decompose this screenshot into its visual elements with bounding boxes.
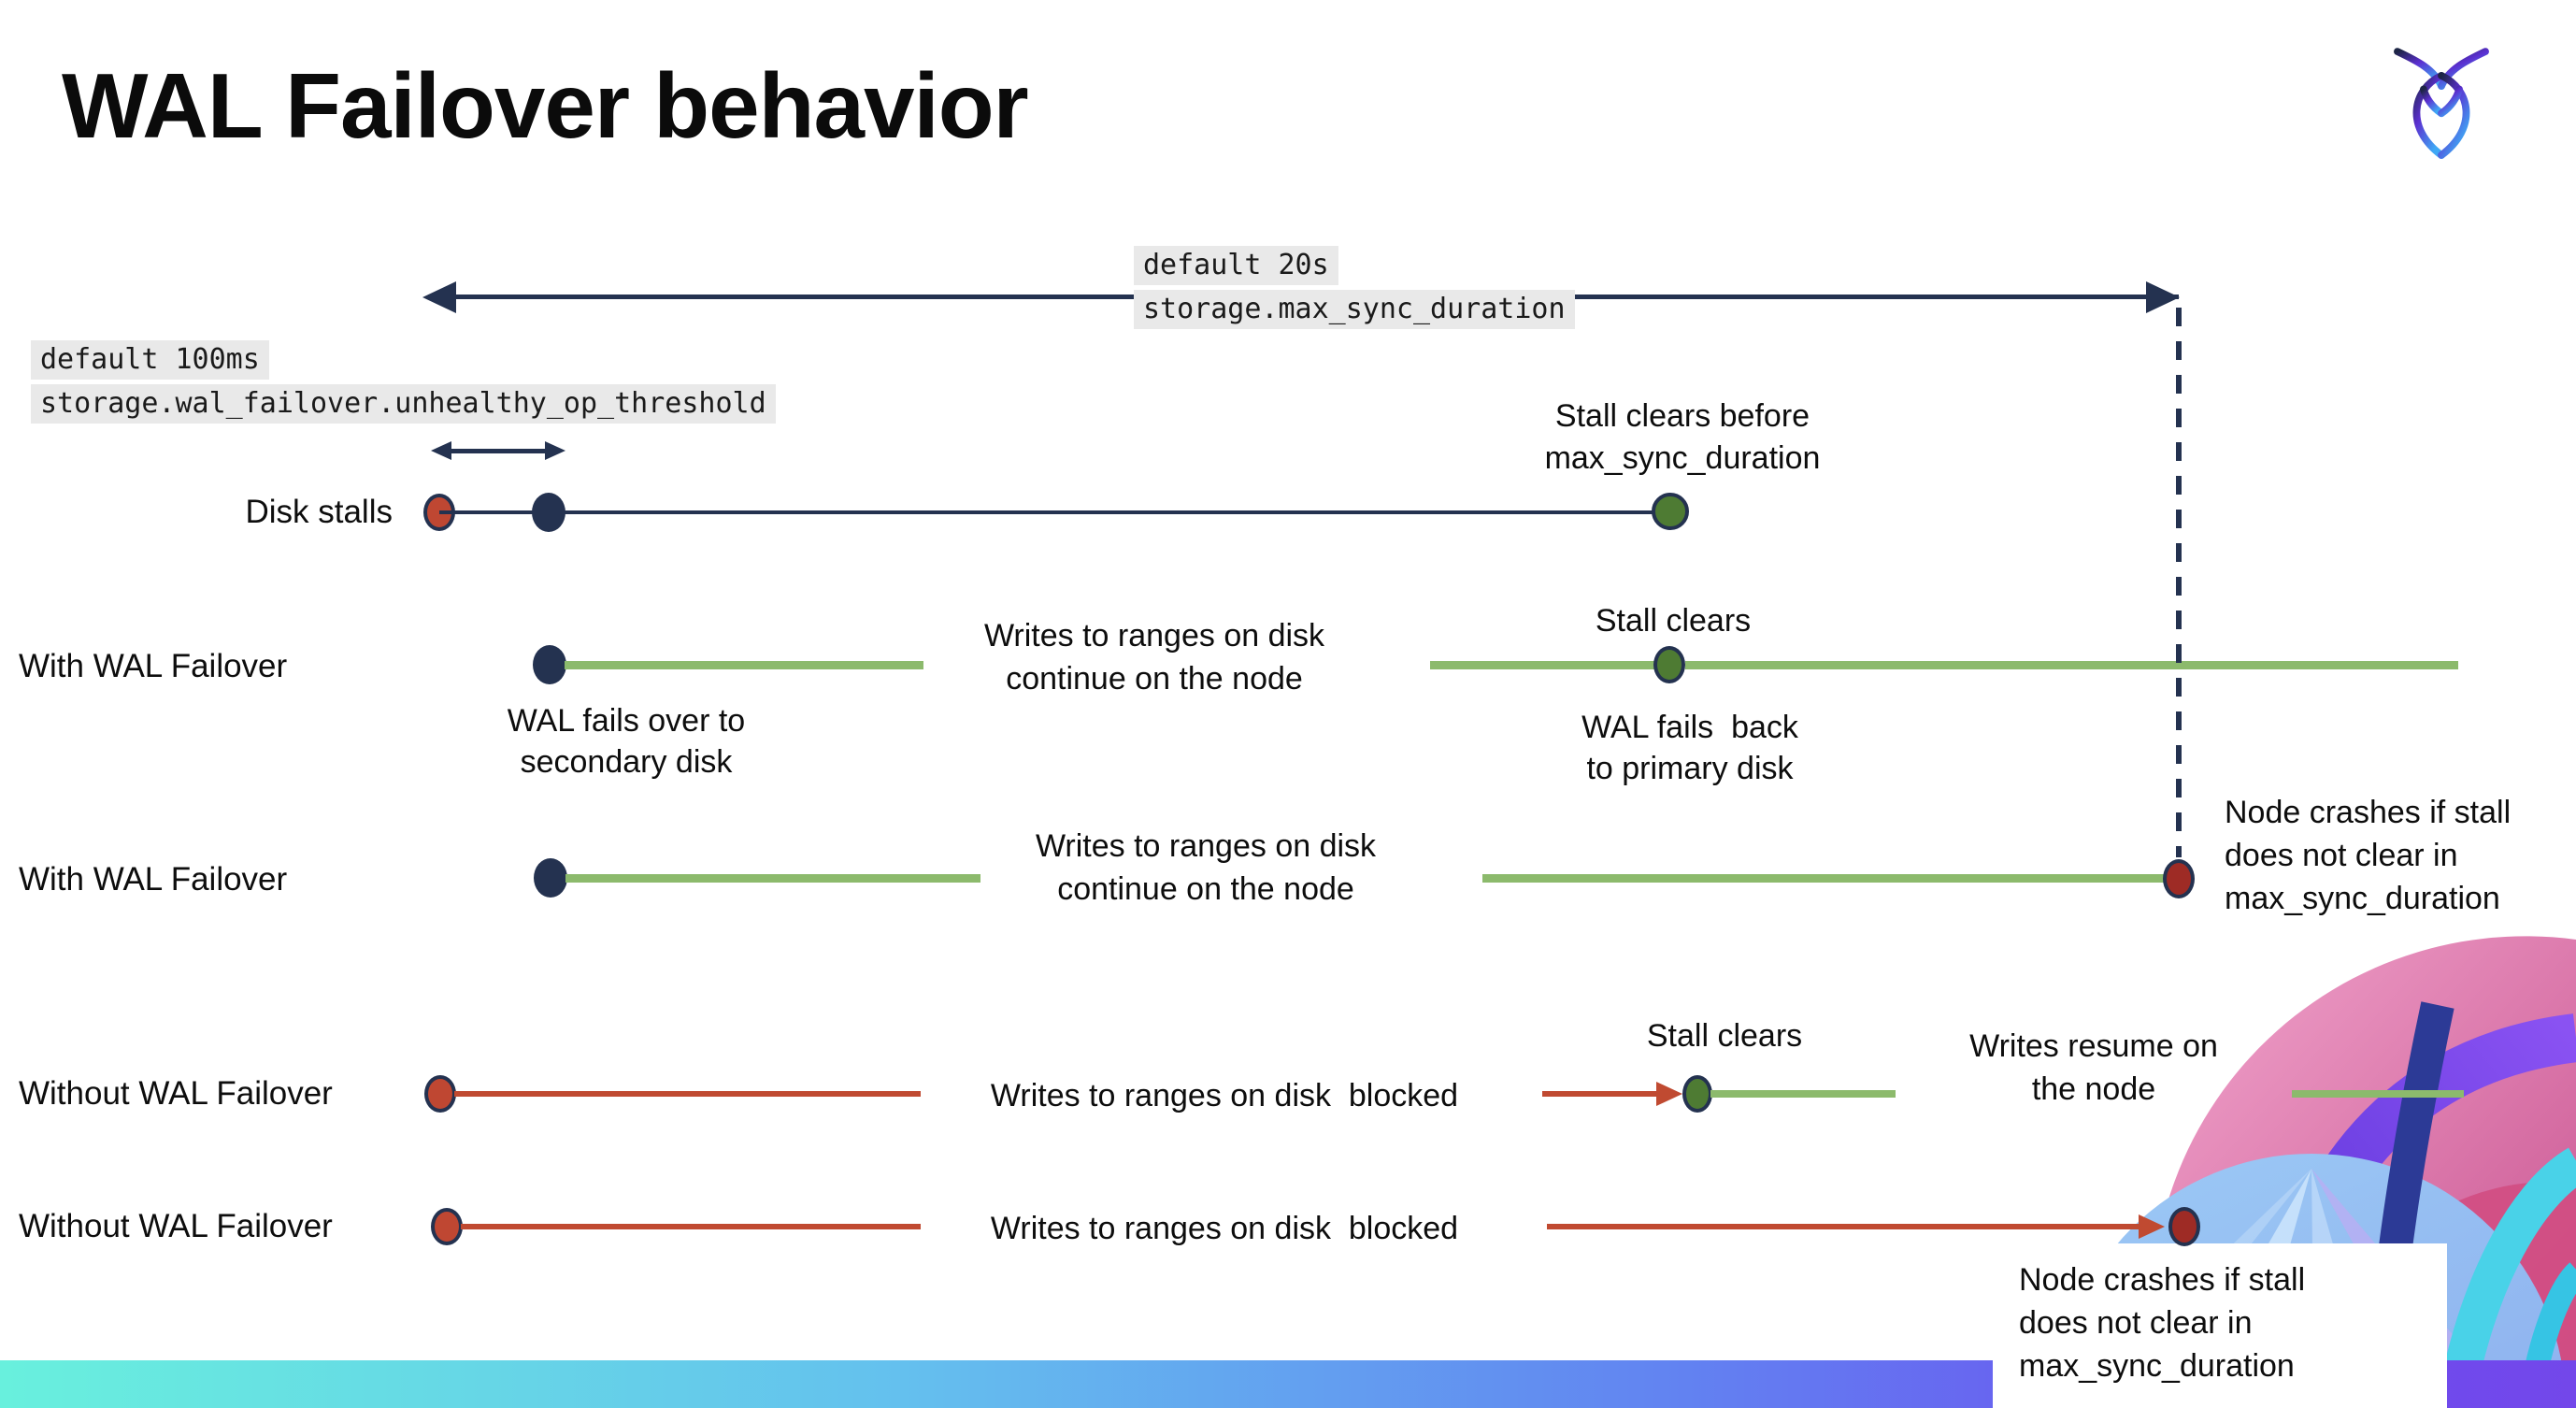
writes-continue-line [1430, 661, 1655, 669]
node-crash-dot [2168, 1207, 2200, 1246]
arrowhead-right-icon [2146, 281, 2180, 313]
writes-continue-line [565, 661, 923, 669]
max-sync-duration-annotation: default 20s storage.max_sync_duration [1134, 246, 1575, 334]
row-label-without-wal-failover: Without WAL Failover [19, 1208, 333, 1244]
writes-continue-note: Writes to ranges on disk continue on the… [983, 618, 1325, 697]
row-label-with-wal-failover: With WAL Failover [19, 648, 288, 684]
writes-continue-line [565, 874, 980, 883]
writes-blocked-note: Writes to ranges on disk blocked [990, 1211, 1459, 1246]
stall-clears-before-note: Stall clears before max_sync_duration [1544, 398, 1821, 476]
stall-start-dot [431, 1208, 463, 1245]
writes-continue-line [1685, 661, 2458, 669]
writes-blocked-line [1547, 1224, 2143, 1229]
stall-clears-dot [1652, 493, 1689, 530]
row-label-without-wal-failover: Without WAL Failover [19, 1075, 333, 1112]
page-title: WAL Failover behavior [62, 54, 1029, 157]
node-crashes-note: Node crashes if stall does not clear in … [2019, 1262, 2306, 1384]
writes-blocked-line [1542, 1091, 1664, 1097]
wal-fails-over-note: WAL fails over to secondary disk [507, 703, 746, 780]
arrowhead-right-icon [545, 441, 565, 460]
node-crash-dot [2163, 859, 2195, 898]
writes-blocked-line [454, 1091, 921, 1097]
stall-clears-note: Stall clears [1646, 1018, 1803, 1054]
writes-blocked-note: Writes to ranges on disk blocked [990, 1078, 1459, 1113]
node-crashes-callout-box [1993, 1243, 2447, 1408]
max-sync-default-value: default 20s [1134, 246, 1338, 285]
writes-resume-line [2292, 1090, 2464, 1098]
writes-resume-note: Writes resume on the node [1969, 1028, 2218, 1107]
cockroachdb-logo-icon [2394, 48, 2489, 159]
stall-clears-note: Stall clears [1595, 603, 1752, 639]
timeline-line [549, 510, 1653, 514]
failover-dot [534, 858, 567, 898]
writes-blocked-line [461, 1224, 921, 1229]
failover-dot [533, 645, 566, 684]
unhealthy-op-span-line [439, 449, 555, 453]
red-arrowhead-icon [2139, 1214, 2165, 1239]
arrowhead-left-icon [431, 441, 451, 460]
row-label-with-wal-failover: With WAL Failover [19, 861, 288, 898]
stall-clears-dot [1653, 646, 1685, 683]
red-arrowhead-icon [1656, 1082, 1682, 1106]
timeline-line [439, 510, 549, 514]
stall-start-dot [424, 1075, 456, 1113]
max-sync-setting-name: storage.max_sync_duration [1134, 290, 1575, 329]
writes-continue-line [1482, 874, 2166, 883]
unhealthy-op-setting-name: storage.wal_failover.unhealthy_op_thresh… [31, 384, 776, 424]
stall-clears-dot [1682, 1075, 1712, 1113]
writes-continue-note: Writes to ranges on disk continue on the… [1035, 828, 1377, 907]
node-crashes-note: Node crashes if stall does not clear in … [2225, 795, 2512, 916]
unhealthy-op-default-value: default 100ms [31, 340, 269, 380]
arrowhead-left-icon [422, 281, 456, 313]
row-label-disk-stalls: Disk stalls [245, 494, 393, 530]
unhealthy-op-threshold-annotation: default 100ms storage.wal_failover.unhea… [31, 340, 776, 428]
wal-fails-back-note: WAL fails back to primary disk [1581, 710, 1798, 786]
max-sync-deadline-dashed-line [2176, 308, 2182, 857]
writes-resume-line [1710, 1090, 1896, 1098]
